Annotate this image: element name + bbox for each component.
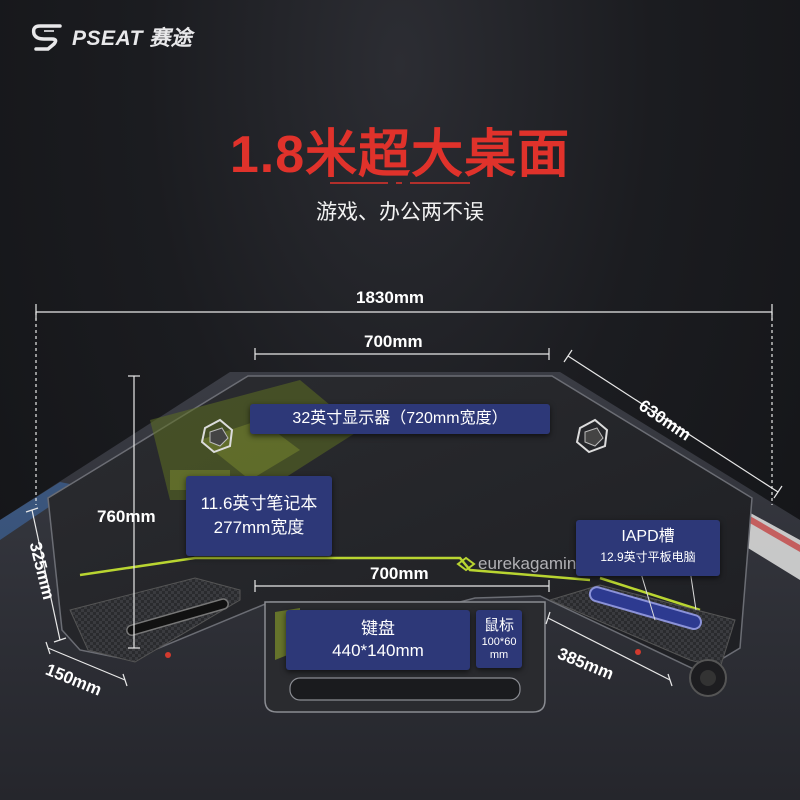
dim-top-width: 700mm: [364, 332, 423, 351]
keyboard-label-line1: 键盘: [361, 619, 395, 638]
keyboard-label-line2: 440*140mm: [332, 641, 424, 660]
dimension-lines: [25, 304, 783, 687]
floor-stripe-right: [735, 510, 800, 580]
ipad-slot: [588, 586, 702, 631]
monitor-label: 32英寸显示器（720mm宽度）: [250, 404, 550, 434]
mouse-label-line2: 100*60: [481, 636, 517, 648]
ipad-label-line1: IAPD槽: [621, 528, 675, 545]
ipad-label-line2: 12.9英寸平板电脑: [600, 550, 696, 564]
title-underline: [330, 182, 470, 184]
mouse-label-line3: mm: [489, 649, 509, 661]
ipad-label: IAPD槽 12.9英寸平板电脑: [576, 520, 720, 576]
armrest-right: [548, 584, 736, 669]
dim-depth: 760mm: [97, 507, 156, 526]
pseat-logo-icon: [31, 24, 62, 51]
laptop-label: 11.6英寸笔记本 277mm宽度: [186, 476, 332, 556]
monitor-label-text: 32英寸显示器（720mm宽度）: [292, 410, 508, 427]
desk-green-accent: [79, 556, 701, 612]
page-title: 1.8米超大桌面: [229, 126, 571, 184]
cup-holder-left: [200, 418, 234, 454]
dim-front-width: 700mm: [370, 564, 429, 583]
mouse-label-line1: 鼠标: [483, 617, 514, 634]
keyboard-label: 键盘 440*140mm: [286, 610, 470, 670]
page-subtitle: 游戏、办公两不误: [316, 201, 484, 224]
laptop-label-line1: 11.6英寸笔记本: [200, 494, 318, 513]
laptop-label-line2: 277mm宽度: [213, 518, 305, 537]
cup-holder-right: [575, 418, 609, 454]
dim-total-width: 1830mm: [356, 288, 425, 307]
brand-name: PSEAT 赛途: [72, 27, 193, 50]
desk-brand-text: eurekagaming: [478, 554, 586, 573]
eureka-logo-icon: [456, 556, 476, 572]
mouse-label: 鼠标 100*60 mm: [476, 610, 522, 668]
brand-logo: PSEAT 赛途: [30, 22, 192, 52]
